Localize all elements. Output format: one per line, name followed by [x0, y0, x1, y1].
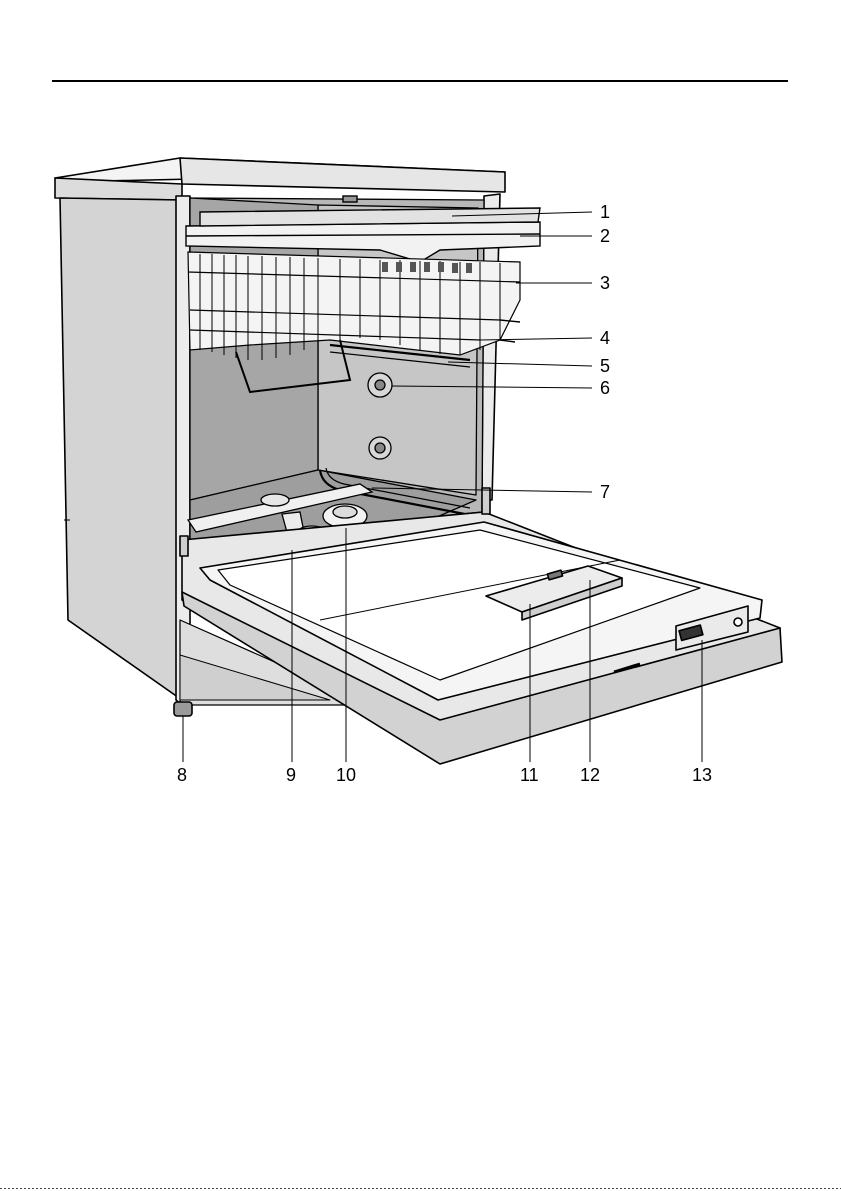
- callout-1: 1: [600, 202, 610, 222]
- callout-8: 8: [177, 765, 187, 785]
- callout-2: 2: [600, 226, 610, 246]
- callout-10: 10: [336, 765, 356, 785]
- callout-4: 4: [600, 328, 610, 348]
- callout-13: 13: [692, 765, 712, 785]
- callout-3: 3: [600, 273, 610, 293]
- callout-9: 9: [286, 765, 296, 785]
- callout-6: 6: [600, 378, 610, 398]
- callout-12: 12: [580, 765, 600, 785]
- callout-11: 11: [520, 765, 539, 785]
- callout-7: 7: [600, 482, 610, 502]
- tub-interior: [190, 198, 484, 555]
- callout-5: 5: [600, 356, 610, 376]
- bottom-edge-rule: [0, 1188, 841, 1189]
